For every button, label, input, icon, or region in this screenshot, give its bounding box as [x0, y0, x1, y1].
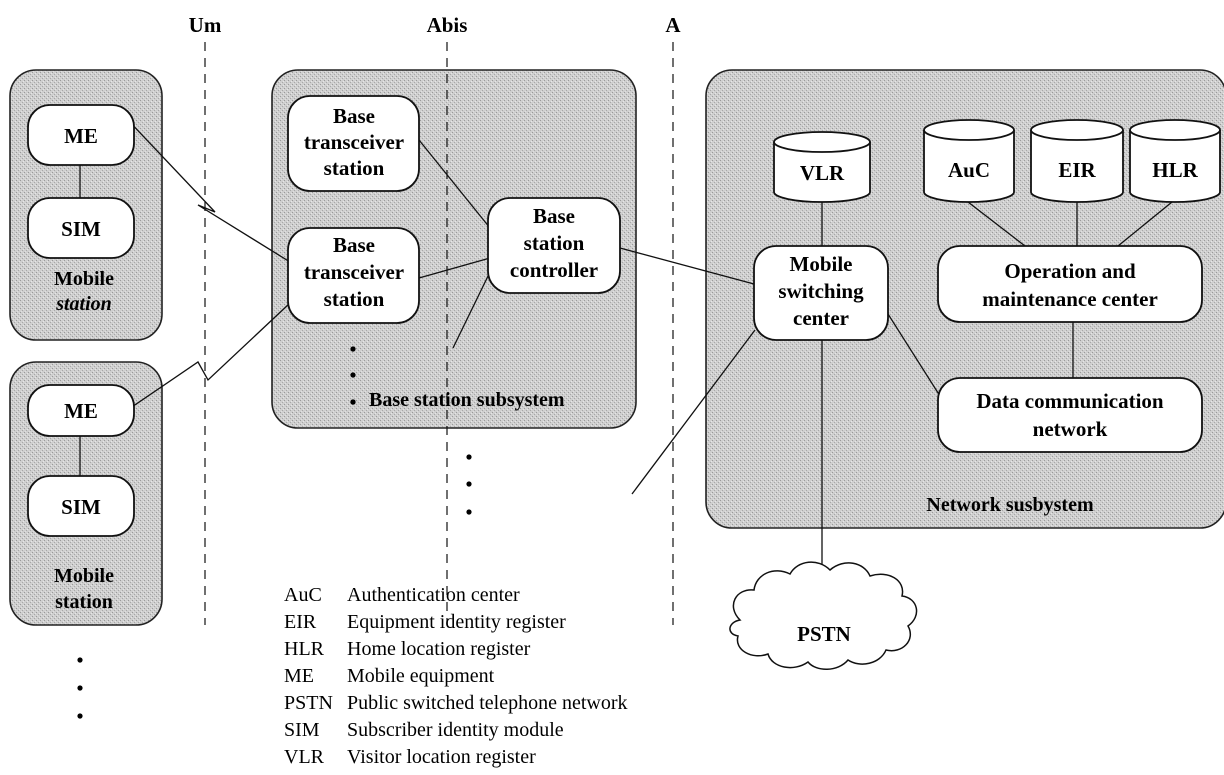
legend-abbr-me: ME [284, 665, 314, 687]
link-bts1-bsc [418, 139, 491, 229]
sim-node-2 [27, 475, 135, 537]
bsc-label-line2: station [524, 231, 585, 255]
mobile-station-label-1a: Mobile [54, 268, 114, 290]
omc-label-line1: Operation and [1004, 259, 1136, 283]
dcn-label-line1: Data communication [976, 389, 1164, 413]
bsc-node [487, 197, 621, 294]
legend-desc-auc: Authentication center [347, 584, 520, 606]
more-mobile-stations-dots [77, 657, 83, 719]
legend-abbr-hlr: HLR [284, 638, 325, 660]
me-node-1 [27, 104, 135, 166]
legend-abbr-sim: SIM [284, 719, 320, 741]
hlr-label: HLR [1152, 158, 1198, 182]
nss-label: Network susbystem [926, 494, 1094, 516]
radio-link-ms2-bts2 [125, 302, 291, 412]
dcn-label-line2: network [1033, 417, 1108, 441]
sim-label-1: SIM [61, 217, 101, 241]
pstn-cloud [729, 561, 918, 670]
radio-link-ms1-bts2 [125, 117, 291, 263]
legend-abbr-auc: AuC [284, 584, 322, 606]
link-hlr-omc [1117, 201, 1173, 247]
legend-desc-me: Mobile equipment [347, 665, 495, 687]
me-label-2: ME [64, 399, 98, 423]
link-bts2-bsc [418, 257, 491, 279]
pstn-label: PSTN [797, 622, 851, 646]
bts-node-1 [287, 95, 420, 192]
bts1-label-line3: station [324, 156, 385, 180]
msc-label-line2: switching [778, 279, 864, 303]
sim-label-2: SIM [61, 495, 101, 519]
bts2-label-line1: Base [333, 233, 375, 257]
bsc-label-line3: controller [510, 258, 598, 282]
bss-label-dot [350, 399, 356, 405]
bsc-label-line1: Base [533, 204, 575, 228]
interface-um-label: Um [189, 13, 222, 37]
me-node-2 [27, 384, 135, 437]
bts1-label-line2: transceiver [304, 130, 404, 154]
bts1-label-line1: Base [333, 104, 375, 128]
interface-a-label: A [665, 13, 681, 37]
legend-desc-hlr: Home location register [347, 638, 531, 660]
legend-abbr-eir: EIR [284, 611, 317, 633]
interface-abis-label: Abis [427, 13, 468, 37]
msc-label-line3: center [793, 306, 849, 330]
me-label-1: ME [64, 124, 98, 148]
legend-abbr-pstn: PSTN [284, 692, 333, 714]
auc-node [923, 119, 1015, 203]
bts2-label-line2: transceiver [304, 260, 404, 284]
bts2-label-line3: station [324, 287, 385, 311]
bss-label: Base station subsystem [369, 389, 565, 411]
mobile-station-label-2b: station [55, 591, 113, 613]
auc-label: AuC [948, 158, 990, 182]
link-msc-dcn [887, 313, 941, 397]
link-auc-omc [967, 201, 1026, 247]
omc-label-line2: maintenance center [982, 287, 1158, 311]
dcn-node [937, 377, 1203, 453]
legend-abbr-vlr: VLR [284, 746, 325, 768]
vlr-node [773, 131, 871, 203]
more-bss-dots [466, 454, 472, 515]
mobile-station-label-1b: station [55, 293, 112, 315]
legend: AuC Authentication center EIR Equipment … [284, 584, 628, 768]
legend-desc-vlr: Visitor location register [347, 746, 536, 768]
link-bsc-msc [619, 247, 755, 285]
eir-node [1030, 119, 1124, 203]
bts-node-2 [287, 227, 420, 324]
msc-label-line1: Mobile [790, 252, 853, 276]
eir-label: EIR [1058, 158, 1096, 182]
legend-desc-sim: Subscriber identity module [347, 719, 564, 741]
legend-desc-eir: Equipment identity register [347, 611, 566, 633]
link-bsc-more [452, 271, 491, 349]
legend-desc-pstn: Public switched telephone network [347, 692, 628, 714]
hlr-node [1129, 119, 1221, 203]
vlr-label: VLR [800, 161, 845, 185]
mobile-station-label-2a: Mobile [54, 565, 114, 587]
omc-node [937, 245, 1203, 323]
link-msc-external [631, 329, 756, 495]
msc-node [753, 245, 889, 341]
sim-node-1 [27, 197, 135, 259]
